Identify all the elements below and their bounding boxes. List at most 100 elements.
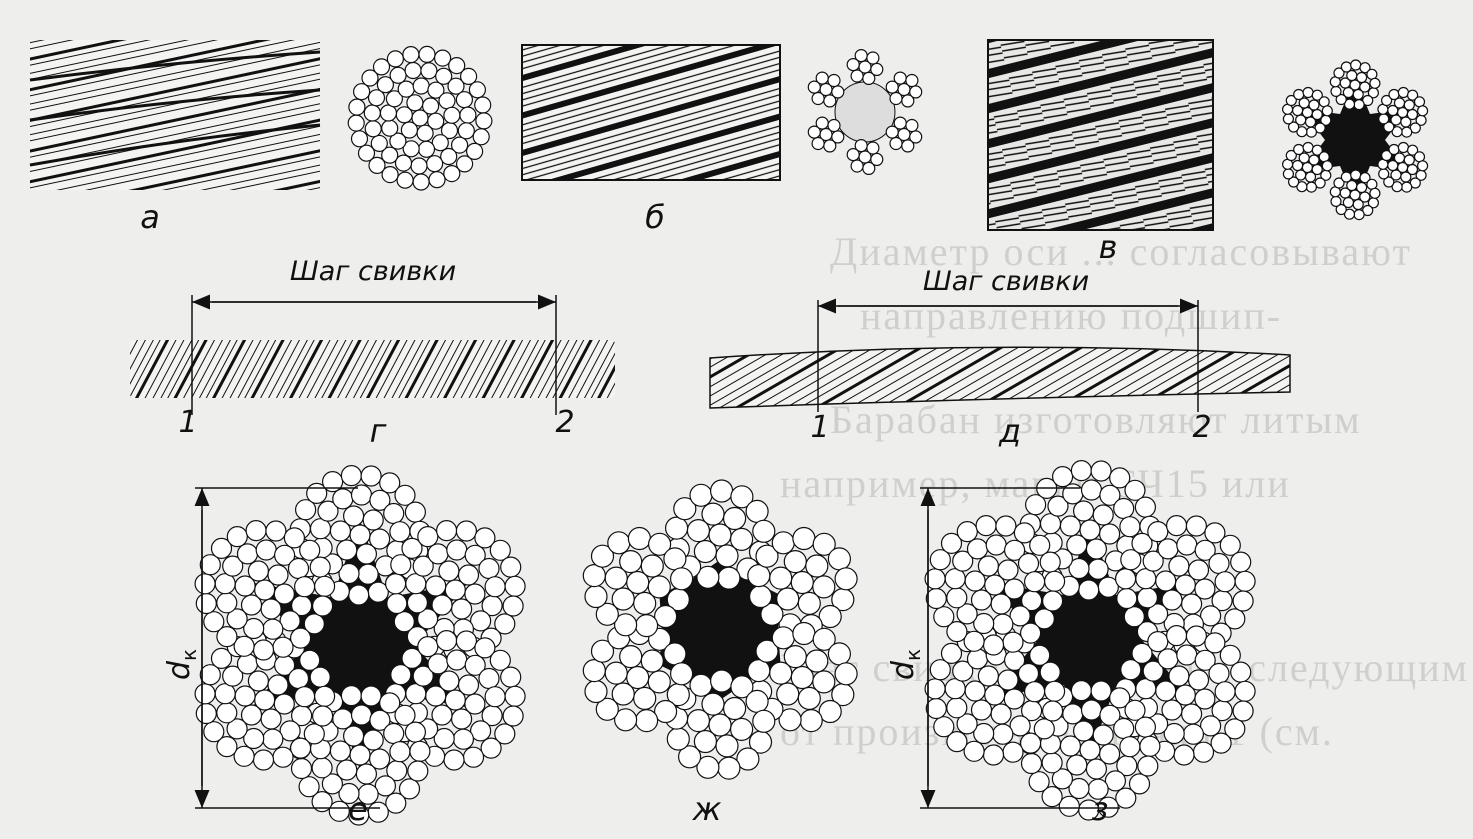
- rope-zh-wire: [755, 544, 779, 568]
- rope-e-wire: [287, 557, 310, 580]
- point-2-g: 2: [555, 405, 575, 440]
- rope-z-wire: [1002, 631, 1024, 653]
- rope-v-wire: [1352, 88, 1364, 101]
- rope-v-wire: [1311, 89, 1323, 101]
- rope-z-wire: [992, 723, 1014, 745]
- rope-a-wire: [381, 119, 399, 137]
- rope-g-lay-pitch: [130, 294, 615, 415]
- rope-z-wire: [1104, 770, 1127, 792]
- rope-e-wire: [404, 501, 426, 523]
- rope-e-wire: [357, 563, 379, 585]
- rope-v-wire: [1380, 149, 1393, 162]
- rope-v-wire: [1285, 149, 1297, 162]
- rope-b-cross-section: [807, 48, 923, 175]
- rope-e-wire: [312, 595, 334, 617]
- rope-b-wire: [885, 125, 899, 139]
- rope-e-wire: [457, 564, 480, 586]
- rope-v-wire: [1400, 116, 1412, 128]
- point-1-d: 1: [810, 410, 830, 445]
- rope-e-wire: [343, 505, 365, 527]
- rope-zh-wire: [640, 554, 664, 578]
- panel-label-g: г: [369, 412, 387, 450]
- rope-z-wire: [1210, 732, 1232, 754]
- rope-zh-wire: [755, 639, 779, 663]
- rope-z-wire: [977, 555, 1000, 577]
- rope-e-wire: [389, 741, 411, 763]
- rope-a-side-view: [29, 40, 321, 190]
- rope-z-wire: [977, 665, 1000, 687]
- rope-e-wire: [406, 592, 428, 614]
- rope-e-wire: [322, 471, 344, 493]
- rope-z-wire: [1219, 644, 1241, 666]
- rope-b-wire: [807, 80, 821, 94]
- rope-zh-wire: [582, 658, 606, 683]
- rope-b-wire: [823, 139, 837, 153]
- rope-z-wire: [1208, 662, 1230, 685]
- rope-zh-wire: [673, 497, 697, 521]
- rope-z-wire: [1098, 743, 1121, 765]
- rope-e-wire: [494, 723, 516, 745]
- rope-e-wire: [272, 746, 294, 768]
- rope-z-wire: [1051, 466, 1074, 488]
- rope-v-wire: [1335, 203, 1347, 216]
- rope-z-wire: [1176, 534, 1198, 556]
- rope-e-wire: [314, 685, 336, 707]
- rope-e-wire: [464, 583, 486, 605]
- rope-z-wire: [1047, 495, 1069, 517]
- rope-z-wire: [1208, 552, 1230, 575]
- rope-v-wire: [1350, 169, 1362, 181]
- rope-zh-wire: [834, 567, 858, 591]
- rope-v-wire: [1391, 126, 1403, 138]
- rope-z-wire: [1230, 551, 1252, 573]
- rope-z-wire: [952, 660, 974, 682]
- rope-e-wire: [464, 693, 486, 715]
- rope-z-wire: [956, 713, 978, 735]
- rope-b-wire: [827, 73, 841, 88]
- rope-zh-wire: [745, 689, 769, 714]
- rope-z-wire: [1168, 555, 1190, 577]
- rope-z-wire: [1087, 558, 1109, 580]
- rope-z-wire: [1085, 758, 1108, 780]
- rope-zh-wire: [752, 709, 776, 733]
- rope-zh-wire: [595, 602, 619, 626]
- rope-v-wire: [1311, 144, 1323, 156]
- rope-a-wire: [410, 157, 428, 175]
- rope-zh-wire: [717, 756, 741, 780]
- rope-v-wire: [1308, 154, 1320, 166]
- rope-e-wire: [309, 666, 331, 688]
- rope-z-wire: [1161, 589, 1183, 611]
- rope-z-wire: [1234, 680, 1256, 702]
- rope-z-wire: [1109, 467, 1131, 489]
- rope-v-wire: [1343, 208, 1356, 220]
- rope-v-wire: [1401, 126, 1413, 138]
- rope-e-wire: [338, 782, 360, 805]
- rope-a-wire: [361, 69, 379, 87]
- rope-e-wire: [470, 610, 492, 632]
- rope-z-wire: [1165, 514, 1188, 537]
- rope-a-wire: [416, 124, 434, 142]
- rope-zh-wire: [611, 682, 635, 706]
- rope-zh-wire: [818, 604, 842, 629]
- rope-z-wire: [929, 659, 951, 681]
- rope-zh-wire: [693, 729, 718, 754]
- rope-a-wire: [379, 104, 397, 122]
- rope-z-wire: [1224, 718, 1246, 740]
- rope-z-wire: [1135, 678, 1157, 700]
- rope-e-wire: [262, 728, 284, 750]
- rope-e-wire: [379, 472, 401, 494]
- rope-e-wire: [489, 539, 511, 561]
- rope-e-wire: [214, 573, 236, 595]
- rope-a-wire: [400, 121, 418, 139]
- rope-zh-wire: [693, 539, 718, 564]
- rope-z-wire: [946, 730, 968, 753]
- rope-z-wire: [1192, 741, 1215, 763]
- rope-zh-wire: [736, 747, 760, 771]
- rope-v-wire: [1401, 181, 1413, 193]
- rope-v-wire: [1343, 98, 1356, 110]
- rope-b-wire: [850, 69, 864, 83]
- rope-z-wire: [1041, 700, 1064, 722]
- rope-a-wire: [457, 122, 475, 140]
- rope-zh-wire: [771, 626, 795, 650]
- rope-b-wire: [909, 130, 923, 144]
- rope-z-wire: [970, 589, 993, 611]
